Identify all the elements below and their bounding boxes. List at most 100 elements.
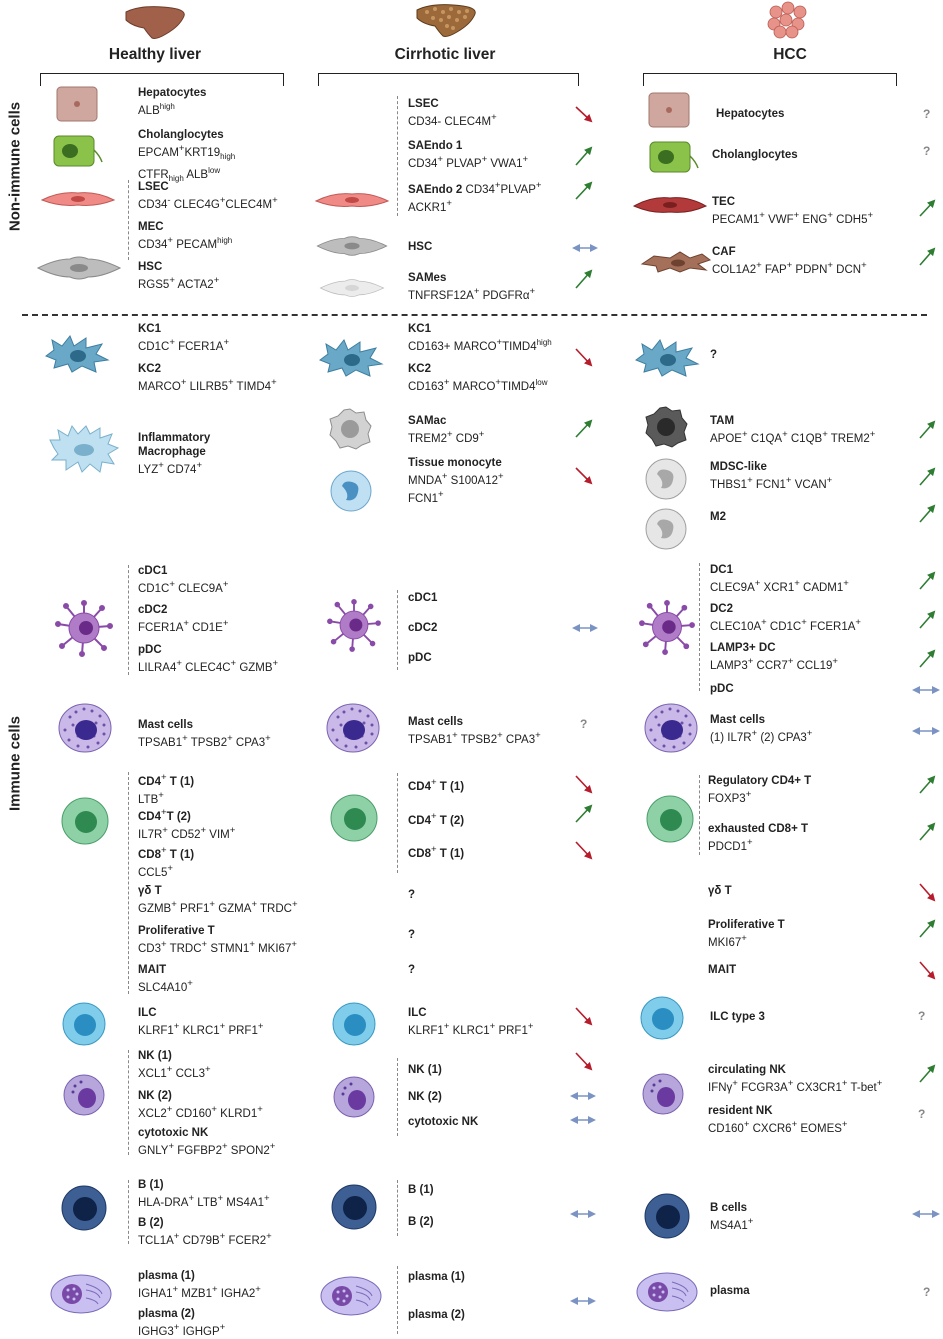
endothelial-cell-icon bbox=[40, 192, 116, 206]
arrow-up bbox=[919, 919, 936, 938]
b-cell-icon bbox=[331, 1184, 377, 1230]
cirr-saendo2: SAEndo 2 CD34+PLVAP+ACKR1+ bbox=[408, 180, 542, 214]
healthy-bracket bbox=[40, 73, 284, 86]
healthy-plasma2: plasma (2)IGHG3+ IGHGP+ bbox=[138, 1308, 226, 1338]
arrow-up bbox=[919, 649, 936, 668]
arrow-up bbox=[575, 146, 593, 166]
cirr-cd4-t2: CD4+ T (2) bbox=[408, 811, 465, 827]
dendritic-cell-icon bbox=[55, 600, 113, 657]
arrow-down bbox=[919, 883, 936, 902]
monocyte-icon bbox=[330, 470, 372, 512]
cirr-plasma2: plasma (2) bbox=[408, 1309, 465, 1321]
cirr-cdc2: cDC2 bbox=[408, 622, 438, 634]
hcc-hep-question: ? bbox=[923, 107, 931, 121]
cholangiocyte-icon bbox=[53, 135, 103, 167]
hepatocyte-icon bbox=[648, 92, 690, 128]
caf-icon bbox=[640, 251, 712, 273]
nk-cell-icon bbox=[63, 1074, 105, 1116]
ilc-icon bbox=[332, 1002, 376, 1046]
cirr-mast-question: ? bbox=[580, 717, 588, 731]
cirr-plasma-divider bbox=[397, 1266, 398, 1334]
hcc-kc-unknown: ? bbox=[710, 349, 718, 361]
dendritic-cell-icon bbox=[327, 599, 381, 652]
cirr-nk1: NK (1) bbox=[408, 1064, 442, 1076]
hcc-pdc: pDC bbox=[710, 683, 734, 695]
cirr-cd8-t1: CD8+ T (1) bbox=[408, 844, 465, 860]
ilc-icon bbox=[62, 1002, 106, 1046]
arrow-up bbox=[919, 504, 936, 523]
mast-cell-icon bbox=[326, 703, 380, 753]
healthy-cd8-t1: CD8+ T (1)CCL5+ bbox=[138, 845, 195, 879]
healthy-lsec-divider bbox=[128, 180, 129, 260]
plasma-cell-icon bbox=[636, 1272, 698, 1312]
healthy-cd4-t1: CD4+ T (1)LTB+ bbox=[138, 772, 195, 806]
healthy-nk1: NK (1)XCL1+ CCL3+ bbox=[138, 1050, 211, 1080]
cirr-mait-unknown: ? bbox=[408, 964, 416, 976]
hcc-plasma-question: ? bbox=[923, 1285, 931, 1299]
ilc-icon bbox=[640, 996, 684, 1040]
b-cell-icon bbox=[644, 1193, 690, 1239]
t-cell-icon bbox=[61, 797, 109, 845]
arrow-up bbox=[919, 610, 936, 629]
arrow-up bbox=[575, 419, 593, 438]
plasma-cell-icon bbox=[320, 1276, 382, 1316]
cirr-plasma1: plasma (1) bbox=[408, 1271, 465, 1283]
hcc-mait: MAIT bbox=[708, 964, 737, 976]
hcc-t-divider bbox=[699, 775, 700, 855]
arrow-up bbox=[919, 467, 936, 486]
cirr-b-divider bbox=[397, 1180, 398, 1236]
endothelial-cell-icon bbox=[314, 193, 390, 207]
column-title-hcc: HCC bbox=[773, 46, 807, 63]
arrow-up bbox=[919, 420, 936, 439]
tam-icon bbox=[645, 406, 688, 448]
plasma-cell-icon bbox=[50, 1274, 112, 1314]
arrow-up bbox=[919, 775, 936, 794]
healthy-cd4-t2: CD4+T (2)IL7R+ CD52+ VIM+ bbox=[138, 807, 236, 841]
t-cell-icon bbox=[330, 794, 378, 842]
arrow-down bbox=[575, 348, 593, 367]
cirr-endo-divider bbox=[397, 96, 398, 216]
macrophage-icon bbox=[329, 408, 372, 450]
hcc-m2: M2 bbox=[710, 511, 726, 523]
kupffer-cell-icon bbox=[318, 339, 384, 377]
kupffer-cell-icon bbox=[44, 335, 110, 373]
hcc-ilc3: ILC type 3 bbox=[710, 1011, 765, 1023]
hcc-dc-divider bbox=[699, 563, 700, 691]
stellate-cell-icon bbox=[36, 256, 122, 280]
hepatocyte-icon bbox=[56, 86, 98, 122]
mast-cell-icon bbox=[58, 703, 112, 753]
mesenchymal-cell-icon bbox=[319, 279, 385, 297]
hcc-tumor-icon bbox=[767, 1, 807, 39]
cirr-hsc: HSC bbox=[408, 241, 433, 253]
cholangiocyte-icon bbox=[649, 141, 699, 173]
arrow-up bbox=[575, 804, 593, 823]
healthy-dc-divider bbox=[128, 565, 129, 675]
cirr-pdc: pDC bbox=[408, 652, 432, 664]
arrow-up bbox=[919, 1064, 936, 1083]
